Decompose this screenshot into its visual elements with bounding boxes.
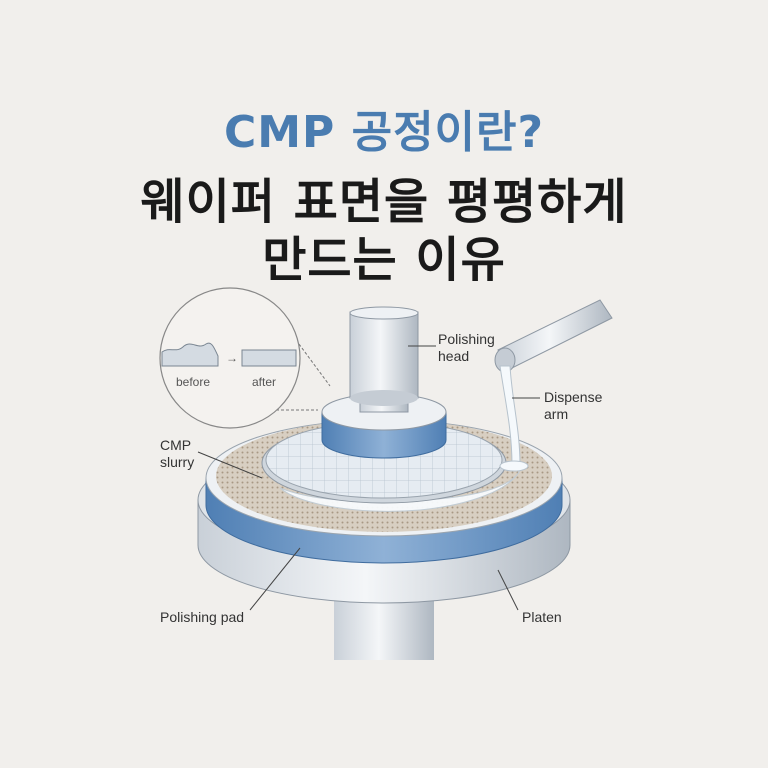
- label-cmp-slurry-1: CMP: [160, 437, 191, 453]
- label-polishing-head-1: Polishing: [438, 331, 495, 347]
- label-polishing-head-2: head: [438, 348, 469, 364]
- label-polishing-pad: Polishing pad: [160, 609, 244, 625]
- title-line-2: 웨이퍼 표면을 평평하게: [140, 174, 628, 230]
- inset-before-label: before: [176, 375, 210, 389]
- callout-line-slurry: [197, 451, 263, 479]
- rough-surface: [161, 342, 219, 367]
- label-platen: Platen: [522, 609, 562, 625]
- label-cmp-slurry-2: slurry: [160, 454, 194, 470]
- label-dispense-arm-1: Dispense: [544, 389, 603, 405]
- callout-line-pad: [249, 547, 301, 611]
- arrow-icon: →: [226, 351, 238, 365]
- inset-after-label: after: [252, 375, 276, 389]
- callout-line-platen: [497, 569, 519, 611]
- dispense-arm: [494, 299, 613, 472]
- title-line-1: CMP 공정이란?: [223, 107, 545, 158]
- inset-before-after: → before after: [159, 287, 331, 429]
- title-line-3: 만드는 이유: [262, 232, 506, 288]
- flat-surface: [241, 349, 297, 367]
- polishing-head: [321, 306, 447, 459]
- label-dispense-arm-2: arm: [544, 406, 568, 422]
